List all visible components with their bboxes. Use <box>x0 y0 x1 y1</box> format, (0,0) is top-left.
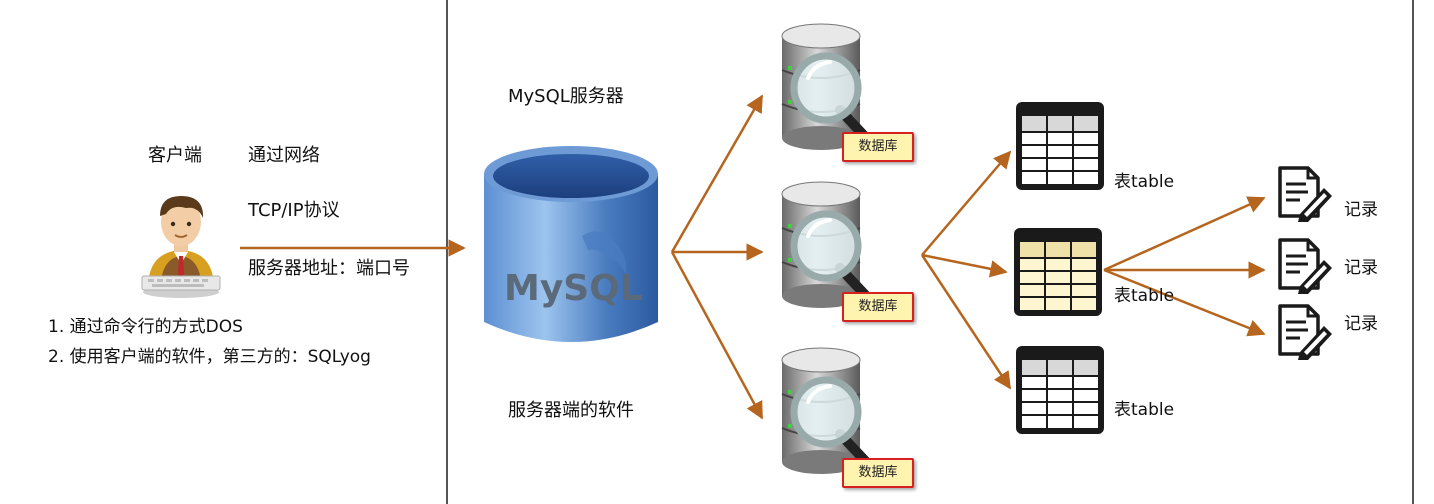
address-label: 服务器地址：端口号 <box>248 258 410 279</box>
table-grid-icon <box>1016 102 1104 190</box>
mysql-logo-text: MySQL <box>504 268 643 309</box>
document-pencil-icon <box>1278 238 1332 294</box>
server-subtitle: 服务器端的软件 <box>508 400 634 421</box>
table-label: 表table <box>1114 172 1175 192</box>
database-magnifier-icon <box>781 347 875 474</box>
table-label: 表table <box>1114 400 1175 420</box>
note-item: 2. 使用客户端的软件，第三方的：SQLyog <box>48 347 371 367</box>
left-divider <box>446 0 448 504</box>
arrow-db-to-table-3 <box>920 254 1012 390</box>
table-grid-icon <box>1016 346 1104 434</box>
table-label: 表table <box>1114 286 1175 306</box>
arrow-server-to-db-1 <box>670 94 764 253</box>
client-notes: 1. 通过命令行的方式DOS 2. 使用客户端的软件，第三方的：SQLyog <box>48 312 371 372</box>
arrow-db-to-table-1 <box>921 150 1012 256</box>
database-badge: 数据库 <box>842 132 914 162</box>
note-item: 1. 通过命令行的方式DOS <box>48 317 243 337</box>
database-badge: 数据库 <box>842 292 914 322</box>
record-label: 记录 <box>1344 258 1378 278</box>
protocol-label: TCP/IP协议 <box>248 200 340 221</box>
client-label: 客户端 <box>148 145 202 166</box>
mysql-cylinder-icon: MySQL <box>484 146 658 342</box>
database-badge: 数据库 <box>842 458 914 488</box>
network-label: 通过网络 <box>248 145 320 166</box>
arrow-db-to-table-2 <box>921 253 1008 278</box>
record-label: 记录 <box>1344 200 1378 220</box>
document-pencil-icon <box>1278 304 1332 360</box>
server-title: MySQL服务器 <box>508 86 624 107</box>
database-magnifier-icon <box>781 23 875 150</box>
record-label: 记录 <box>1344 314 1378 334</box>
arrow-server-to-db-3 <box>670 251 764 420</box>
arrow-table-to-record-1 <box>1103 196 1266 272</box>
arrow-table-to-record-3 <box>1103 268 1266 337</box>
database-magnifier-icon <box>781 181 875 308</box>
table-grid-icon <box>1014 228 1102 316</box>
user-at-computer-icon <box>141 196 221 298</box>
document-pencil-icon <box>1278 166 1332 222</box>
right-divider <box>1412 0 1414 504</box>
